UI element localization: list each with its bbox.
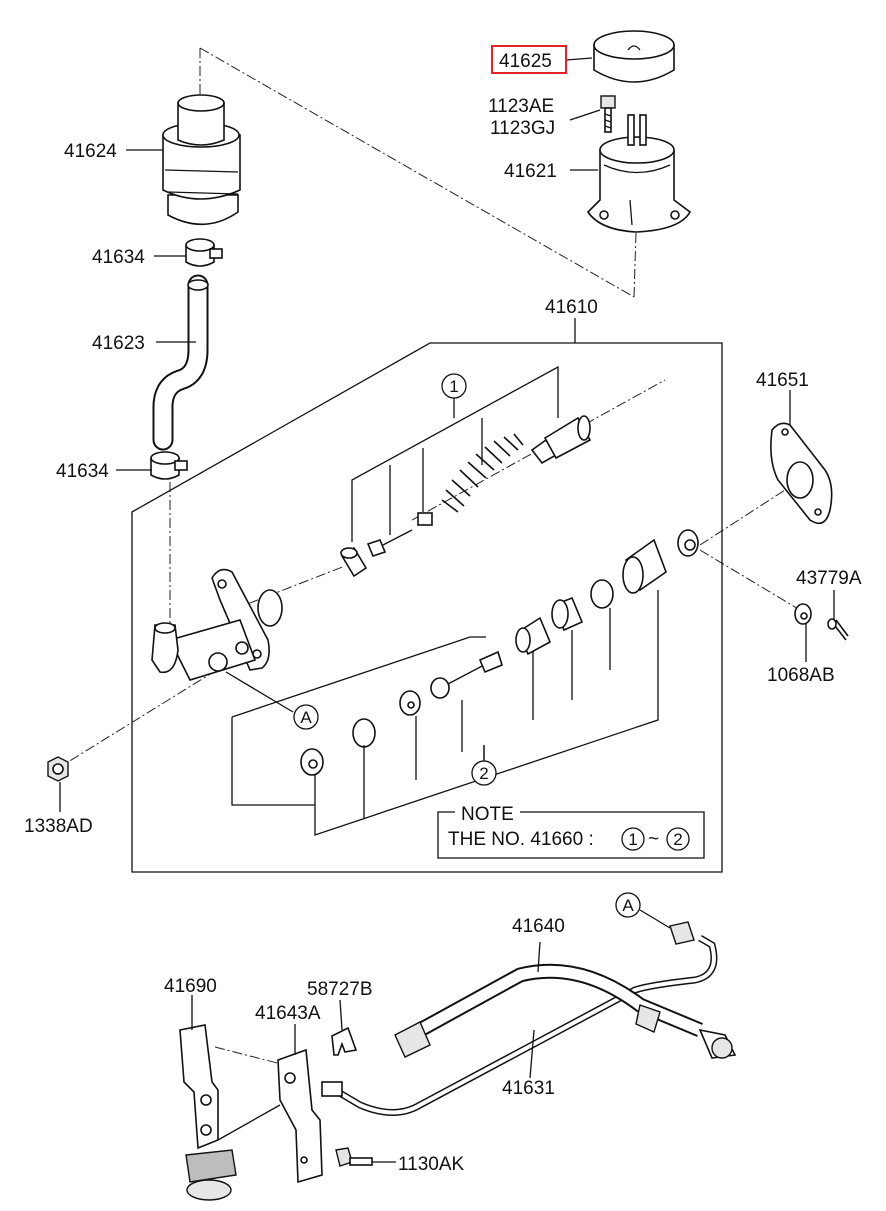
- bracket-41643a: [277, 1048, 323, 1184]
- hose-clamp-top: [185, 238, 223, 267]
- label-41690[interactable]: 41690: [164, 976, 217, 997]
- label-41624[interactable]: 41624: [64, 141, 117, 162]
- washer-1068ab: [794, 603, 812, 625]
- bolt-1130ak: [335, 1147, 373, 1167]
- label-41634-bottom[interactable]: 41634: [56, 461, 109, 482]
- svg-text:A: A: [622, 896, 634, 915]
- svg-text:1: 1: [449, 377, 458, 396]
- label-41640[interactable]: 41640: [512, 916, 565, 937]
- note-text: THE NO. 41660 :: [448, 829, 594, 850]
- label-43779a[interactable]: 43779A: [796, 568, 862, 589]
- label-41623[interactable]: 41623: [92, 333, 145, 354]
- label-1068ab[interactable]: 1068AB: [767, 665, 835, 686]
- hose-clamp-bottom: [150, 451, 188, 480]
- callout-group-1: 1: [441, 373, 467, 399]
- part-labels: 41625 1123AE 1123GJ 41621 41624 41634 41…: [24, 51, 862, 1175]
- label-41643a[interactable]: 41643A: [255, 1003, 321, 1024]
- label-41631[interactable]: 41631: [502, 1078, 555, 1099]
- label-1123gj[interactable]: 1123GJ: [490, 118, 555, 139]
- svg-text:A: A: [300, 708, 312, 727]
- assembly-box-41610: [131, 342, 723, 873]
- label-1130ak[interactable]: 1130AK: [398, 1154, 465, 1175]
- svg-text:2: 2: [479, 764, 488, 783]
- label-41651[interactable]: 41651: [756, 370, 809, 391]
- group-1-leaders: [351, 365, 559, 542]
- note-range-sep: ~: [648, 829, 659, 850]
- clip-58727b: [331, 1026, 358, 1056]
- label-1338ad[interactable]: 1338AD: [24, 816, 93, 837]
- highlight-box-41625: [491, 45, 567, 74]
- label-41625[interactable]: 41625: [499, 51, 552, 72]
- note-range-end: 2: [673, 830, 682, 849]
- bracket-41690: [179, 1024, 281, 1201]
- bolt-1123ae: [600, 95, 616, 133]
- hose-41640: [394, 963, 737, 1059]
- label-58727b[interactable]: 58727B: [307, 979, 373, 1000]
- note-title: NOTE: [461, 804, 514, 825]
- label-1123ae[interactable]: 1123AE: [488, 96, 554, 117]
- hose-41623: [152, 274, 209, 451]
- callout-ref-a-lower: A: [615, 892, 641, 918]
- label-41621[interactable]: 41621: [504, 161, 557, 182]
- reservoir-cap-41625: [593, 30, 675, 83]
- split-pin-43779a: [827, 618, 849, 641]
- reservoir-bracket-41621: [586, 114, 692, 233]
- callout-group-2: 2: [471, 760, 497, 786]
- group-2-parts: [300, 529, 699, 776]
- gasket-41651: [770, 422, 833, 525]
- note-range-start: 1: [628, 830, 637, 849]
- label-41610[interactable]: 41610: [545, 297, 598, 318]
- group-1-parts: [340, 415, 592, 578]
- pipe-41631: [321, 921, 718, 1116]
- note-box: NOTE THE NO. 41660 : 1 ~ 2: [437, 804, 705, 859]
- nut-1338ad: [47, 756, 69, 782]
- reservoir-41624: [162, 94, 241, 226]
- label-41634-top[interactable]: 41634: [92, 247, 145, 268]
- master-cylinder-body: [151, 568, 283, 681]
- callout-ref-a-upper: A: [293, 704, 319, 730]
- label-leaders: [59, 57, 835, 1163]
